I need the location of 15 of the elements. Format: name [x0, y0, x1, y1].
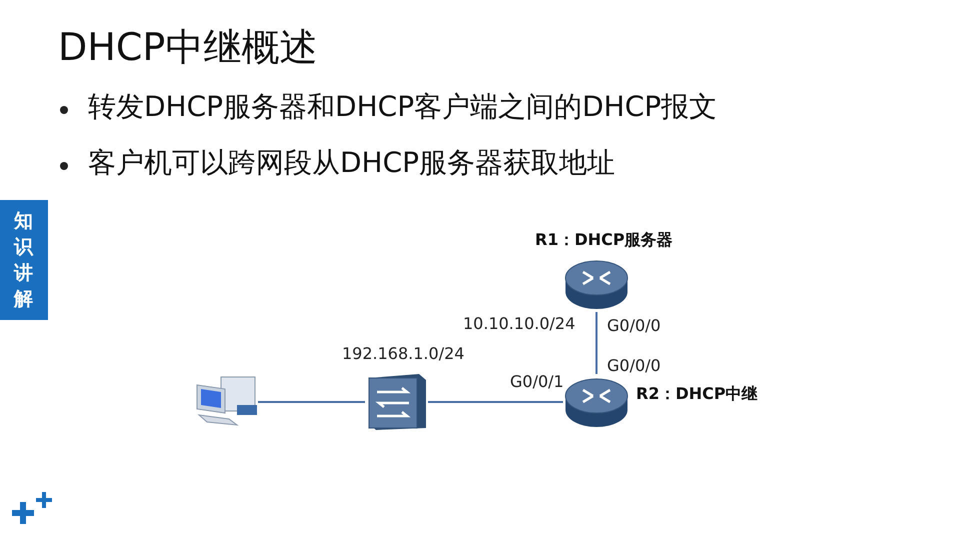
bullet-text: 转发DHCP服务器和DHCP客户端之间的DHCP报文 [88, 89, 718, 125]
interface-label: G0/0/0 [607, 356, 661, 375]
link-line [596, 312, 598, 374]
link-line [258, 401, 365, 403]
side-tab [0, 200, 48, 320]
slide-title: DHCP中继概述 [58, 24, 318, 71]
device-label: R2：DHCP中继 [636, 384, 758, 405]
tab-text: 知识讲解 [14, 209, 34, 312]
device-label: R1：DHCP服务器 [535, 230, 673, 251]
interface-label: G0/0/0 [607, 316, 661, 335]
bullet-text: 客户机可以跨网段从DHCP服务器获取地址 [88, 145, 616, 181]
interface-label: G0/0/1 [510, 372, 564, 391]
link-line [428, 401, 563, 403]
interface-label: 192.168.1.0/24 [342, 344, 464, 363]
interface-label: 10.10.10.0/24 [463, 314, 576, 333]
